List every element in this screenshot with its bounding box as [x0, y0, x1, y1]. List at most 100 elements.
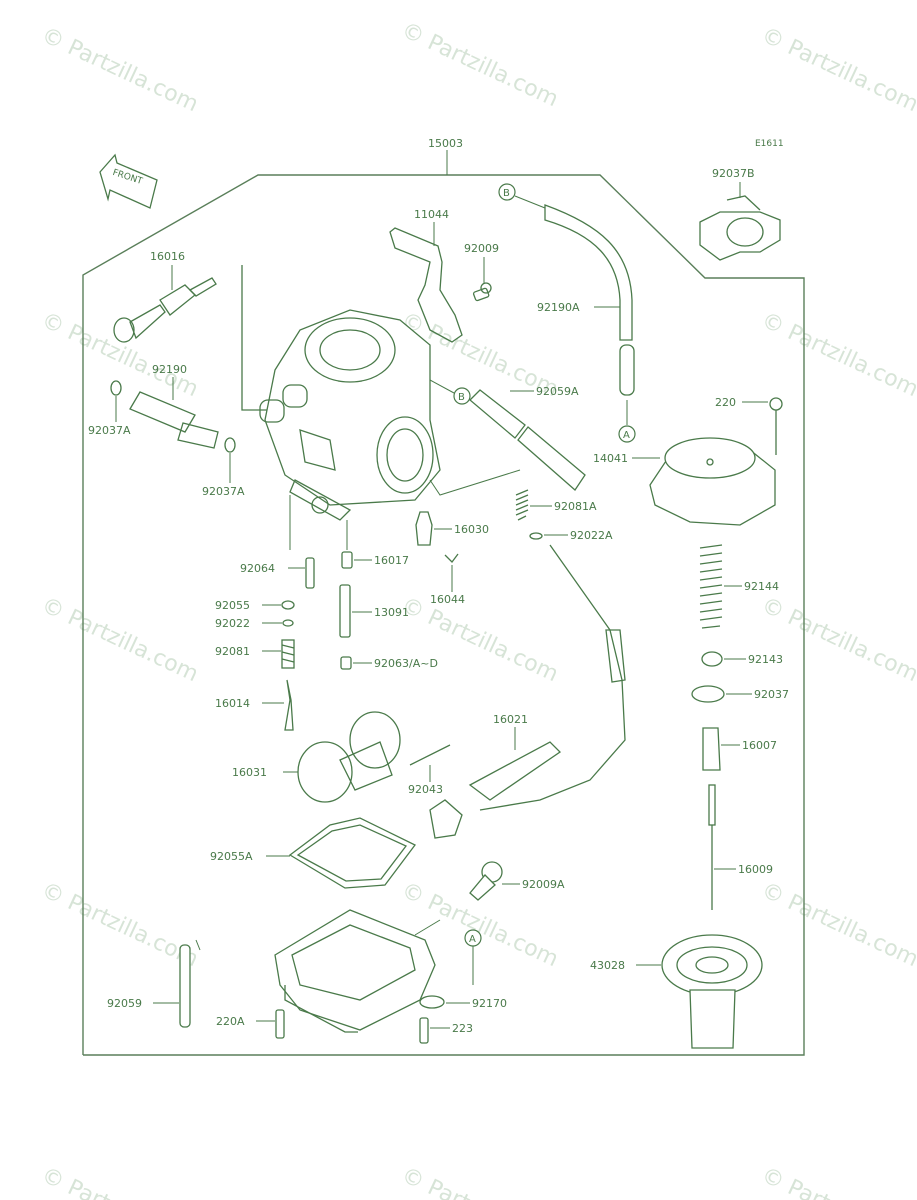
front-arrow-icon: FRONT	[99, 153, 158, 209]
part-92009A-screw	[469, 861, 520, 901]
part-16017-jet	[341, 520, 372, 569]
part-16016-screw	[113, 265, 217, 343]
part-16007-holder	[702, 727, 740, 771]
part-92009-screw	[472, 257, 492, 302]
part-label[interactable]: 92055A	[210, 850, 253, 863]
part-label[interactable]: 92064	[240, 562, 275, 575]
ref-letter: A	[469, 934, 476, 945]
part-14041-cap	[632, 437, 776, 526]
watermark: © Partzilla.com	[757, 878, 917, 972]
watermark: © Partzilla.com	[37, 593, 201, 687]
part-label[interactable]: 92037A	[88, 424, 131, 437]
part-92059-hose	[153, 939, 201, 1028]
part-label[interactable]: 92144	[744, 580, 779, 593]
watermark: © Partzilla.com	[397, 1163, 561, 1200]
part-label[interactable]: 92190A	[537, 301, 580, 314]
part-92037-ring	[691, 685, 752, 703]
part-label[interactable]: 92022	[215, 617, 250, 630]
part-label[interactable]: 92055	[215, 599, 250, 612]
ref-letter: A	[623, 430, 630, 441]
part-92190-hose	[129, 377, 219, 449]
part-92059A-hose	[469, 389, 586, 491]
watermark: © Partzilla.com	[37, 23, 201, 117]
part-92022-washer	[262, 619, 294, 627]
part-label[interactable]: 92037B	[712, 167, 755, 180]
part-label[interactable]: 92009	[464, 242, 499, 255]
part-label[interactable]: 11044	[414, 208, 449, 221]
ref-marker-a	[618, 425, 636, 443]
part-92063-jet	[340, 656, 372, 670]
watermark: © Partzilla.com	[757, 308, 917, 402]
part-16009-needle	[708, 784, 736, 910]
part-220-screw	[742, 397, 783, 455]
part-label[interactable]: 16030	[454, 523, 489, 536]
ref-letter: B	[503, 188, 510, 199]
part-92143-seat	[701, 651, 746, 667]
part-label[interactable]: 13091	[374, 606, 409, 619]
part-label[interactable]: 43028	[590, 959, 625, 972]
watermark: © Partzilla.com	[757, 23, 917, 117]
part-92037B-clamp	[699, 182, 781, 261]
part-label[interactable]: 92170	[472, 997, 507, 1010]
part-label[interactable]: 92037	[754, 688, 789, 701]
watermark: © Partzilla.com	[757, 593, 917, 687]
part-16044-clip	[444, 553, 459, 592]
front-label: FRONT	[111, 168, 144, 187]
part-label[interactable]: 16031	[232, 766, 267, 779]
part-label[interactable]: 92037A	[202, 485, 245, 498]
part-92055A-gasket	[266, 817, 416, 889]
part-label[interactable]: 92081	[215, 645, 250, 658]
part-11044-bracket	[389, 222, 463, 343]
part-92055-oring	[262, 600, 295, 610]
part-16021-lever	[429, 544, 626, 839]
part-label[interactable]: 92022A	[570, 529, 613, 542]
watermark: © Partzilla.com	[397, 593, 561, 687]
part-92144-spring	[699, 544, 742, 629]
part-223-screw	[419, 1017, 450, 1044]
watermark: © Partzilla.com	[397, 18, 561, 112]
part-16031-valve	[283, 711, 401, 803]
part-16030-needle	[415, 511, 452, 546]
part-label[interactable]: 92043	[408, 783, 443, 796]
part-92170-clamp	[419, 995, 470, 1009]
watermark: © Partzilla.com	[37, 1163, 201, 1200]
part-label[interactable]: 92059A	[536, 385, 579, 398]
part-label[interactable]: 92009A	[522, 878, 565, 891]
diagram-code: E1611	[755, 139, 784, 149]
part-92022A-washer	[529, 532, 568, 540]
part-label[interactable]: 220	[715, 396, 736, 409]
watermark: © Partzilla.com	[37, 878, 201, 972]
watermarks: © Partzilla.com © Partzilla.com © Partzi…	[37, 18, 917, 1200]
part-43028-diaphragm	[636, 934, 763, 1049]
part-220A-screw	[256, 1009, 285, 1039]
ref-letter: B	[458, 392, 465, 403]
part-label[interactable]: 16021	[493, 713, 528, 726]
part-label[interactable]: 92190	[152, 363, 187, 376]
part-92043-pin	[409, 744, 451, 782]
part-label[interactable]: 92143	[748, 653, 783, 666]
part-label[interactable]: 16044	[430, 593, 465, 606]
carburetor-body	[241, 265, 441, 521]
part-92081A-spring	[429, 469, 552, 521]
part-label[interactable]: 220A	[216, 1015, 245, 1028]
part-92064-screw	[288, 495, 315, 589]
part-label[interactable]: 16009	[738, 863, 773, 876]
part-label[interactable]: 92059	[107, 997, 142, 1010]
assembly-number-label[interactable]: 15003	[428, 137, 463, 150]
part-label[interactable]: 223	[452, 1022, 473, 1035]
part-label[interactable]: 92063/A~D	[374, 657, 438, 670]
part-label[interactable]: 16016	[150, 250, 185, 263]
part-label[interactable]: 14041	[593, 452, 628, 465]
ref-marker-b	[453, 387, 471, 405]
part-label[interactable]: 16007	[742, 739, 777, 752]
part-label[interactable]: 16014	[215, 697, 250, 710]
part-13091-tube	[339, 584, 372, 638]
ref-marker-b	[498, 183, 516, 201]
assembly-frame	[82, 174, 805, 1056]
part-label[interactable]: 16017	[374, 554, 409, 567]
part-label[interactable]: 92081A	[554, 500, 597, 513]
part-92037A-clip	[110, 380, 236, 483]
part-92190A-hose	[544, 204, 635, 425]
part-16014-needle	[262, 679, 294, 731]
